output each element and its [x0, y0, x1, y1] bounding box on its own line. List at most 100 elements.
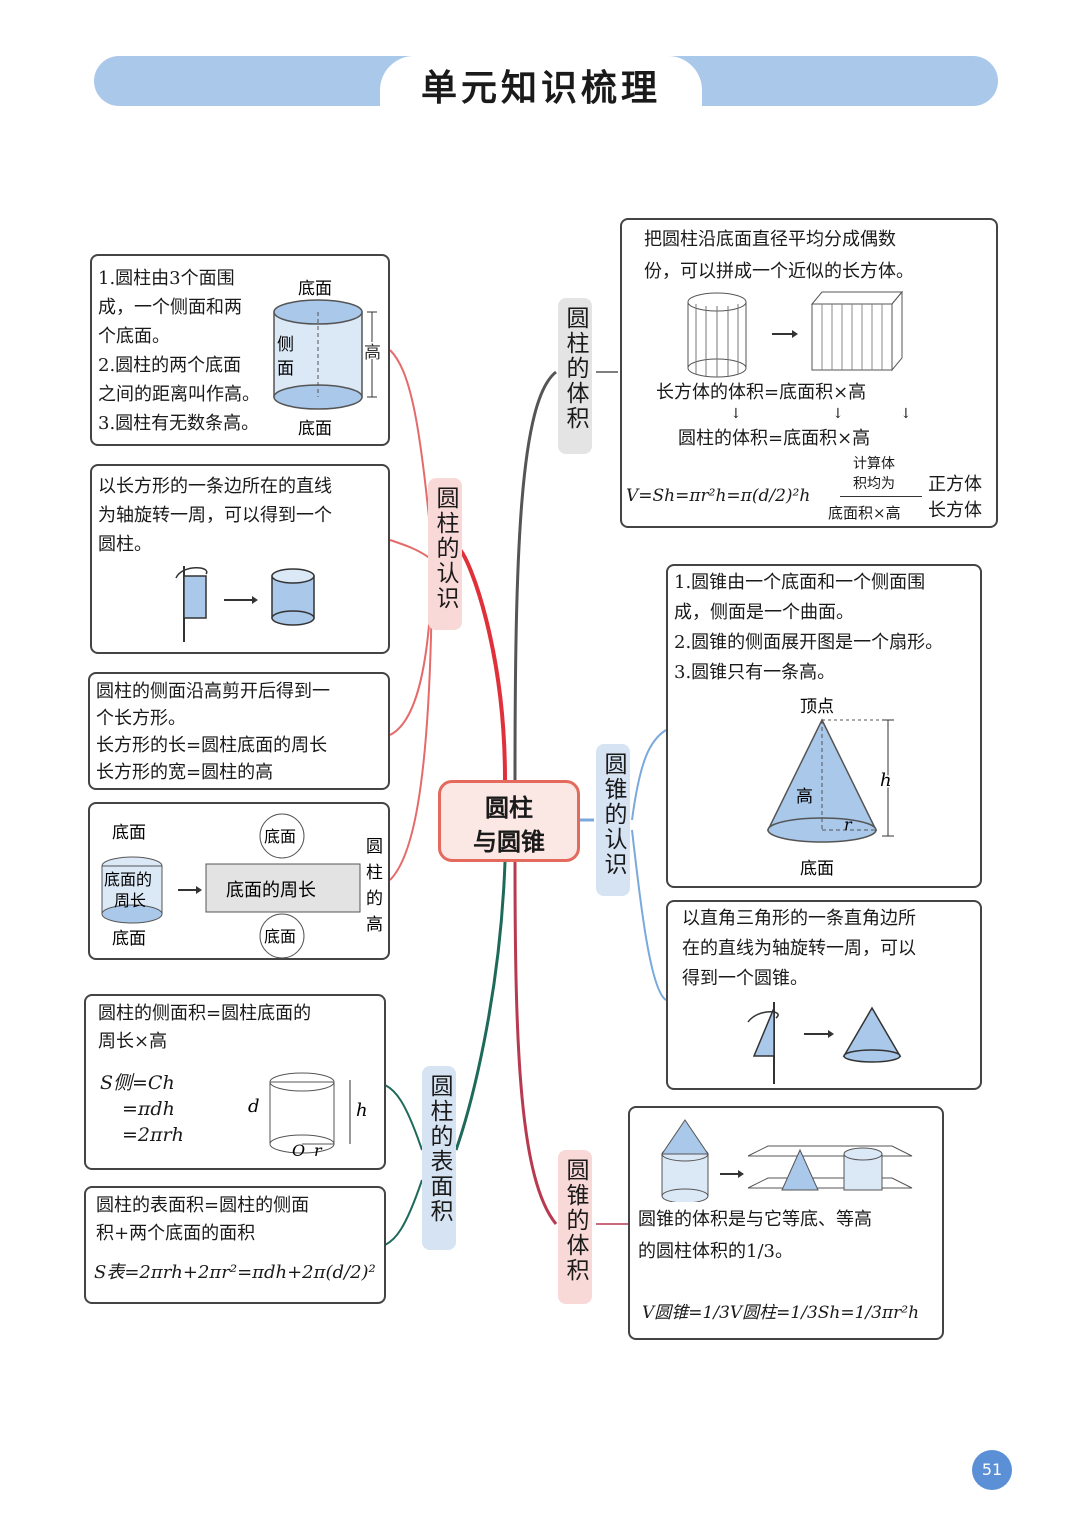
- box-cone-volume: 圆锥的体积是与它等底、等高 的圆柱体积的1/3。 V圆锥=1/3V圆柱=1/3S…: [628, 1106, 944, 1340]
- branch-cylinder-volume-text: 圆柱的体积: [562, 306, 588, 431]
- text-line: 积+两个底面的面积: [96, 1223, 256, 1244]
- text-line: 3.圆锥只有一条高。: [674, 662, 836, 683]
- branch-cylinder-volume: 圆柱的体积: [558, 298, 592, 454]
- box-surface-area: 圆柱的表面积=圆柱的侧面 积+两个底面的面积 S表=2πrh+2πr²=πdh+…: [84, 1186, 386, 1304]
- text-line: 1.圆锥由一个底面和一个侧面围: [674, 572, 926, 593]
- arrow-down-icon: ↓: [900, 406, 912, 422]
- cone-volume-formula: V圆锥=1/3V圆柱=1/3Sh=1/3πr²h: [642, 1303, 920, 1323]
- branch-cylinder-knowledge-text: 圆柱的认识: [432, 486, 458, 611]
- label-side2: 面: [277, 359, 294, 379]
- text-line: 长方形的宽=圆柱的高: [96, 762, 274, 783]
- calc-divider: [840, 496, 922, 497]
- shape-cube: 正方体: [928, 474, 982, 495]
- dim-d: d: [248, 1096, 260, 1117]
- box-cylinder-parts: 1.圆柱由3个面围 成，一个侧面和两 个底面。 2.圆柱的两个底面 之间的距离叫…: [90, 254, 390, 446]
- branch-cylinder-surface: 圆柱的表面积: [422, 1066, 456, 1250]
- box-lateral-unfold: 圆柱的侧面沿高剪开后得到一 个长方形。 长方形的长=圆柱底面的周长 长方形的宽=…: [88, 672, 390, 790]
- lateral-area-text: 圆柱的侧面积=圆柱底面的 周长×高: [98, 1000, 380, 1056]
- net-circ1: 底面的: [104, 870, 152, 889]
- box-lateral-area: 圆柱的侧面积=圆柱底面的 周长×高 S侧=Ch =πdh =2πrh d h O…: [84, 994, 386, 1170]
- cylinder-parts-text: 1.圆柱由3个面围 成，一个侧面和两 个底面。 2.圆柱的两个底面 之间的距离叫…: [98, 264, 268, 438]
- net-top-label: 底面: [112, 823, 146, 843]
- cylinder-volume-formula: V=Sh=πr²h=π(d/2)²h: [626, 486, 811, 506]
- text-line: 圆柱的侧面积=圆柱底面的: [98, 1003, 312, 1024]
- net-bottom-label: 底面: [112, 929, 146, 949]
- text-line: 份，可以拼成一个近似的长方体。: [644, 261, 914, 282]
- net-top-circle: 底面: [264, 827, 296, 846]
- net-height4: 高: [366, 915, 383, 935]
- formula-line: =πdh: [122, 1098, 175, 1120]
- dim-r: r: [314, 1141, 323, 1160]
- surface-area-formula: S表=2πrh+2πr²=πdh+2π(d/2)²: [94, 1262, 376, 1283]
- text-line: 以直角三角形的一条直角边所: [682, 908, 916, 929]
- text-line: 的圆柱体积的1/3。: [638, 1241, 793, 1262]
- net-bottom-circle: 底面: [264, 927, 296, 946]
- branch-cone-knowledge: 圆锥的认识: [596, 744, 630, 896]
- net-height1: 圆: [366, 837, 383, 857]
- text-line: 为轴旋转一周，可以得到一个: [98, 505, 332, 526]
- text-line: 长方形的长=圆柱底面的周长: [96, 735, 328, 756]
- branch-cone-knowledge-text: 圆锥的认识: [600, 752, 626, 877]
- text-line: 个底面。: [98, 326, 170, 347]
- cuboid-volume-eq: 长方体的体积=底面积×高: [656, 382, 867, 403]
- label-height: 高: [364, 343, 381, 363]
- branch-cylinder-knowledge: 圆柱的认识: [428, 478, 462, 630]
- lateral-unfold-text: 圆柱的侧面沿高剪开后得到一 个长方形。 长方形的长=圆柱底面的周长 长方形的宽=…: [96, 678, 390, 786]
- rotate-rectangle-text: 以长方形的一条边所在的直线 为轴旋转一周，可以得到一个 圆柱。: [98, 472, 388, 559]
- cone-apex: 顶点: [800, 697, 834, 717]
- calc-note: 计算体 积均为: [846, 454, 902, 494]
- cylinder-figure: 底面 侧 面 高 底面: [273, 279, 383, 439]
- text-line: 圆柱。: [98, 534, 152, 555]
- rectangle-to-cylinder-figure: [175, 566, 315, 642]
- shape-cuboid: 长方体: [928, 500, 982, 521]
- box-rotate-rectangle: 以长方形的一条边所在的直线 为轴旋转一周，可以得到一个 圆柱。: [90, 464, 390, 654]
- cone-parts-text: 1.圆锥由一个底面和一个侧面围 成，侧面是一个曲面。 2.圆锥的侧面展开图是一个…: [674, 568, 984, 688]
- label-bottom-base: 底面: [298, 419, 332, 439]
- net-rect-label: 底面的周长: [226, 880, 316, 901]
- branch-cylinder-surface-text: 圆柱的表面积: [426, 1074, 452, 1224]
- calc-note-line: 积均为: [853, 476, 895, 492]
- text-line: 圆柱的表面积=圆柱的侧面: [96, 1195, 310, 1216]
- net-circ2: 周长: [114, 891, 146, 910]
- label-top-base: 底面: [298, 279, 332, 299]
- net-height2: 柱: [366, 863, 383, 883]
- center-node: 圆柱 与圆锥: [438, 780, 580, 862]
- arrow-down-icon: ↓: [832, 406, 844, 422]
- text-line: 在的直线为轴旋转一周，可以: [682, 938, 916, 959]
- branch-cone-volume-text: 圆锥的体积: [562, 1158, 588, 1283]
- text-line: 成，侧面是一个曲面。: [674, 602, 854, 623]
- page-title: 单元知识梳理: [380, 56, 702, 122]
- box-cone-parts: 1.圆锥由一个底面和一个侧面围 成，侧面是一个曲面。 2.圆锥的侧面展开图是一个…: [666, 564, 982, 888]
- cone-in-cylinder-figure: [661, 1119, 913, 1202]
- cylinder-volume-eq: 圆柱的体积=底面积×高: [678, 428, 871, 449]
- formula-line: =2πrh: [122, 1124, 184, 1146]
- center-line1: 圆柱: [485, 794, 533, 822]
- text-line: 得到一个圆锥。: [682, 968, 808, 989]
- text-line: 3.圆柱有无数条高。: [98, 413, 260, 434]
- arrow-down-icon: ↓: [730, 406, 742, 422]
- cone-volume-text: 圆锥的体积是与它等底、等高 的圆柱体积的1/3。: [638, 1204, 938, 1268]
- cone-r: r: [844, 815, 853, 834]
- cone-base: 底面: [800, 859, 834, 879]
- text-line: 个长方形。: [96, 708, 186, 729]
- cylinder-volume-text: 把圆柱沿底面直径平均分成偶数 份，可以拼成一个近似的长方体。: [644, 224, 994, 288]
- text-line: 2.圆锥的侧面展开图是一个扇形。: [674, 632, 944, 653]
- text-line: 把圆柱沿底面直径平均分成偶数: [644, 229, 896, 250]
- label-side1: 侧: [277, 335, 294, 355]
- cylinder-to-cuboid-figure: [687, 290, 904, 378]
- net-height3: 的: [366, 889, 383, 909]
- calc-note-bottom: 底面积×高: [828, 504, 901, 522]
- cylinder-dim-figure: d h O r: [248, 1072, 368, 1160]
- page-number: 51: [972, 1450, 1012, 1490]
- branch-cone-volume: 圆锥的体积: [558, 1150, 592, 1304]
- text-line: 成，一个侧面和两: [98, 297, 242, 318]
- box-rotate-triangle: 以直角三角形的一条直角边所 在的直线为轴旋转一周，可以 得到一个圆锥。: [666, 900, 982, 1090]
- text-line: 圆柱的侧面沿高剪开后得到一: [96, 681, 330, 702]
- surface-area-text: 圆柱的表面积=圆柱的侧面 积+两个底面的面积: [96, 1192, 382, 1248]
- box-cylinder-volume: 把圆柱沿底面直径平均分成偶数 份，可以拼成一个近似的长方体。 长方体的体积=底面…: [620, 218, 998, 528]
- text-line: 2.圆柱的两个底面: [98, 355, 242, 376]
- calc-note-line: 计算体: [853, 456, 895, 472]
- cylinder-net-figure: 底面 底面的 周长 底面 底面的周长 底面 底面 圆 柱 的 高: [101, 813, 383, 958]
- formula-line: S侧=Ch: [100, 1072, 175, 1094]
- text-line: 圆锥的体积是与它等底、等高: [638, 1209, 872, 1230]
